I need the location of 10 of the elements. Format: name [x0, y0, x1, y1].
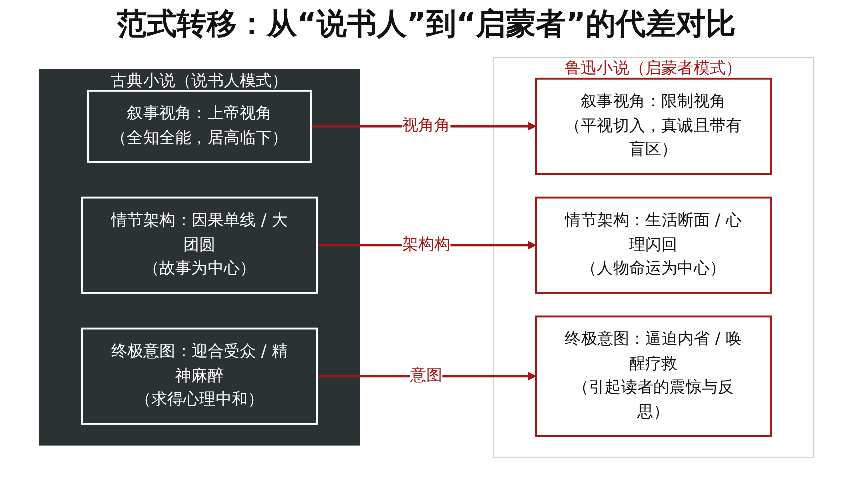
node-box: 终极意图：迎合受众 / 精神麻醉 （求得心理中和） [81, 327, 318, 424]
node-box: 叙事视角：限制视角 （平视切入，真诚且带有盲区） [534, 77, 772, 175]
node-box: 情节架构：生活断面 / 心理闪回 （人物命运为中心） [534, 196, 772, 294]
node-box: 情节架构：因果单线 / 大团圆 （故事为中心） [81, 196, 318, 294]
edge-label: 架构构 [402, 234, 451, 254]
node-box: 终极意图：逼迫内省 / 唤醒疗救 （引起读者的震惊与反思） [534, 315, 772, 437]
node-box: 叙事视角：上帝视角 （全知全能，居高临下） [87, 90, 312, 162]
edge-label: 意图 [410, 366, 443, 385]
edge-label: 视角角 [402, 116, 451, 135]
title: 范式转移：从“说书人”到“启蒙者”的代差对比 [116, 6, 737, 44]
